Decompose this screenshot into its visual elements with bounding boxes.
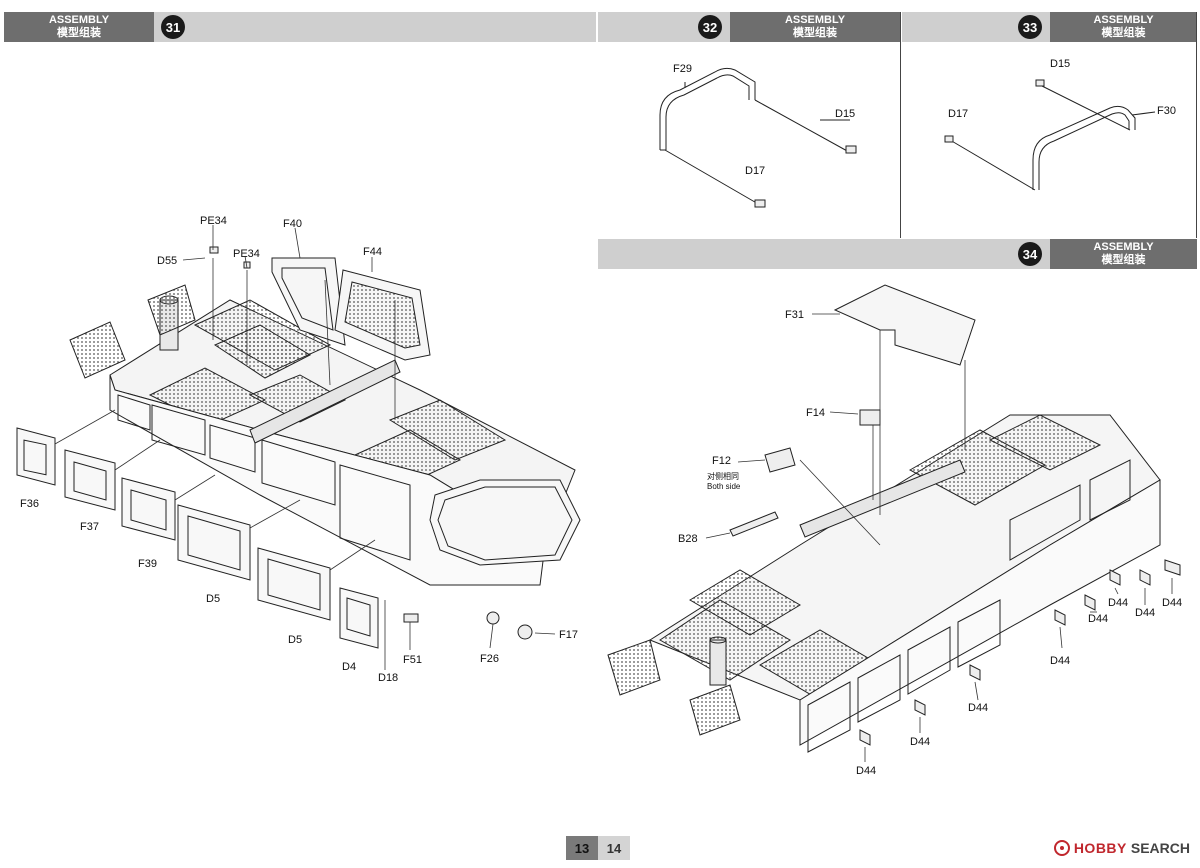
step33-labels: D15 D17 F30: [948, 58, 1176, 120]
step34-labels: F31 F14 F12 对侧相同 Both side B28 D44 D44 D…: [678, 309, 1182, 777]
step31-badge: 31: [161, 15, 185, 39]
step31-title-cn: 模型组装: [57, 27, 101, 39]
step34-badge: 34: [1018, 242, 1042, 266]
label-pe34-b: PE34: [233, 248, 260, 260]
step31-labels: PE34 D55 PE34 F40 F44 F36 F37 F39 D5 D5 …: [20, 215, 578, 684]
page-number-right: 14: [598, 836, 630, 860]
label-f14: F14: [806, 407, 825, 419]
label-d15-32: D15: [835, 108, 855, 120]
label-d44-4: D44: [1088, 613, 1108, 625]
label-f36: F36: [20, 498, 39, 510]
step34-title-cn: 模型组装: [1101, 254, 1146, 266]
label-f17: F17: [559, 629, 578, 641]
step33-title-en: ASSEMBLY: [1093, 14, 1154, 26]
label-f29: F29: [673, 63, 692, 75]
label-d5-a: D5: [206, 593, 220, 605]
label-d55: D55: [157, 255, 177, 267]
label-f31: F31: [785, 309, 804, 321]
step34-hull: [607, 284, 1161, 753]
label-f44: F44: [363, 246, 382, 258]
watermark-logo-icon: [1053, 840, 1070, 856]
step32-header-label: ASSEMBLY 模型组装: [730, 12, 900, 42]
step34-header-label: ASSEMBLY 模型组装: [1050, 239, 1197, 269]
watermark-text: SEARCH: [1130, 840, 1190, 856]
page-left-text: 13: [574, 840, 590, 856]
label-f30: F30: [1157, 105, 1176, 117]
page-right-text: 14: [606, 840, 622, 856]
step31-header-label: ASSEMBLY 模型组装: [4, 12, 154, 42]
label-d44-6: D44: [968, 702, 988, 714]
step32-title-en: ASSEMBLY: [784, 14, 846, 26]
label-d15-33: D15: [1050, 58, 1070, 70]
step31-upper-panels: [271, 257, 431, 361]
divider-step32-33: [900, 12, 901, 238]
label-d17-32: D17: [745, 165, 765, 177]
label-d17-33: D17: [948, 108, 968, 120]
step31-title-en: ASSEMBLY: [48, 14, 110, 26]
step34-d44-handles: [859, 559, 1181, 746]
watermark: HOBBY SEARCH: [1053, 840, 1190, 856]
step32-badge: 32: [698, 15, 722, 39]
label-f12: F12: [712, 455, 731, 467]
label-f40: F40: [283, 218, 302, 230]
label-d4: D4: [342, 661, 356, 673]
label-d44-1: D44: [1162, 597, 1182, 609]
label-d44-7: D44: [910, 736, 930, 748]
step32-rail: [659, 67, 857, 208]
step31-leaders: [54, 225, 556, 670]
label-d44-5: D44: [1050, 655, 1070, 667]
label-b28: B28: [678, 533, 698, 545]
step32-title-cn: 模型组装: [793, 27, 837, 39]
step34-leaders: [705, 313, 1173, 762]
step31-header-bar: [150, 12, 596, 42]
step33-title-cn: 模型组装: [1101, 27, 1146, 39]
label-f51: F51: [403, 654, 422, 666]
label-d18: D18: [378, 672, 398, 684]
step33-rail: [944, 79, 1156, 191]
step34-title-en: ASSEMBLY: [1093, 241, 1154, 253]
label-pe34-a: PE34: [200, 215, 227, 227]
label-f37: F37: [80, 521, 99, 533]
label-f26: F26: [480, 653, 499, 665]
label-d44-8: D44: [856, 765, 876, 777]
step33-header-label: ASSEMBLY 模型组装: [1050, 12, 1197, 42]
label-d5-b: D5: [288, 634, 302, 646]
step31-small-parts: [209, 246, 533, 640]
watermark-brand: HOBBY: [1073, 840, 1127, 856]
label-f12-note-en: Both side: [707, 482, 741, 491]
page-number-left: 13: [566, 836, 598, 860]
step33-badge: 33: [1018, 15, 1042, 39]
label-d44-2: D44: [1108, 597, 1128, 609]
step32-labels: F29 D15 D17: [673, 63, 855, 177]
step31-hull: [69, 284, 581, 586]
label-d44-3: D44: [1135, 607, 1155, 619]
divider-right-edge: [1196, 12, 1197, 238]
label-f12-note-cn: 对侧相同: [707, 471, 739, 481]
label-f39: F39: [138, 558, 157, 570]
step31-side-plates: [16, 427, 379, 649]
step34-header-bar: [598, 239, 1050, 269]
